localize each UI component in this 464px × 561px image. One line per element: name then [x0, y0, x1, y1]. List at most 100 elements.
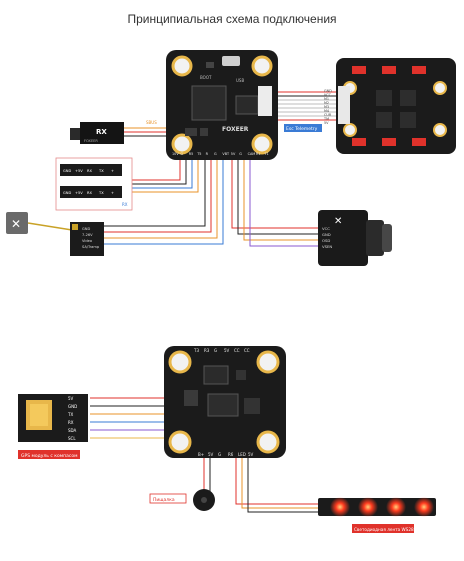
esc-connector [258, 86, 272, 116]
led-label: Светодиодная лента WS2812 [354, 527, 419, 532]
camera-pin-label: VCC [322, 226, 330, 231]
boot-label: BOOT [200, 75, 212, 80]
fc-bottom-pad-label: B+ [198, 452, 204, 457]
rx-option-wires [118, 158, 199, 193]
fc-pad-label: R [206, 152, 209, 156]
rx-option-pin-label: TX [98, 191, 104, 195]
rx-badge: RX [96, 128, 107, 136]
fc-bottom-pad-label: LED [238, 452, 246, 457]
gps-wires [90, 397, 173, 448]
camera-pin-label: VSEN [322, 244, 332, 249]
led-2 [358, 497, 378, 517]
fc-bottom-pad-label: 5V [224, 348, 230, 353]
rx-option-pin-label: GND [63, 191, 71, 195]
usb-port [222, 56, 240, 66]
fc-pad-label: G [180, 152, 183, 156]
esc-pin-label: M4 [324, 109, 329, 113]
camera-pin-label: GND [322, 232, 331, 237]
fc-pad-label: VBT [222, 152, 230, 156]
fc-brand: FOXEER [222, 126, 249, 133]
led-strip: Светодиодная лента WS2812 [318, 497, 436, 533]
fc-pad-label: R5 [189, 152, 194, 156]
gps-pin-label: RX [68, 420, 74, 425]
esc-pin-label: M3 [324, 105, 329, 109]
rx-brand: FOXEER [84, 139, 98, 143]
usb-label: USB [236, 78, 244, 83]
antenna-logo-icon: ✕ [11, 217, 21, 231]
fc-bottom-pad-label: 5V [208, 452, 214, 457]
fc-bottom-pad-label: CC [244, 348, 250, 353]
diagram-title: Принципиальная схема подключения [127, 12, 337, 26]
vtx-wires [104, 158, 224, 245]
antenna [6, 212, 28, 234]
buzzer-label: Пищалка [153, 497, 175, 503]
esc-pin-label: GND [324, 89, 332, 93]
rx-option-pin-label: + [111, 169, 114, 173]
rx-wire-label: SBUS [146, 120, 157, 125]
gps-pin-label: TX [67, 412, 73, 417]
fc-pad-label: 5V [231, 152, 236, 156]
fc-pad-label: 10V [172, 152, 179, 156]
led-wires [235, 456, 322, 513]
fc-bottom-pad-label: R3 [204, 348, 210, 353]
rx-option-pin-label: +5V [75, 169, 83, 173]
rx-option-pin-label: GND [63, 169, 71, 173]
esc-pin-label: M1 [324, 97, 329, 101]
esc-pin-label: VCC [324, 93, 332, 97]
fc-pad-label: G [214, 152, 217, 156]
fc-bottom-pad-label: CC [234, 348, 240, 353]
camera-logo-icon: ✕ [334, 216, 342, 227]
fc-bottom-pad-label: G [214, 348, 217, 353]
rx-wires [124, 127, 166, 137]
esc-pin-label: M2 [324, 101, 329, 105]
rx-option-pin-label: + [111, 191, 114, 195]
rx-option-pin-label: RX [87, 191, 92, 195]
fc-pad-label: T1 [263, 152, 268, 156]
esc-pin-label: TM [323, 117, 329, 121]
rx-option-2-labels: GND +5V RX TX + [63, 191, 114, 195]
fc-bottom-pad-label: G [218, 452, 221, 457]
esc-telemetry-label: Esc Telemetry [286, 126, 318, 132]
gps-label: GPS модуль с компасом [21, 453, 77, 459]
rx-option-pin-label: TX [98, 169, 104, 173]
rx-options: GND +5V RX TX + GND +5V RX TX + RX [55, 157, 133, 211]
camera-pin-label: OSD [322, 238, 330, 243]
rx-option-pin-label: RX [87, 169, 92, 173]
esc-telemetry-tag: Esc Telemetry [284, 124, 322, 132]
vtx-pin-label: 7-26V [82, 233, 93, 237]
rx-option-pin-label: +5V [75, 191, 83, 195]
led-3 [386, 497, 406, 517]
rx-option-footer: RX [122, 202, 128, 207]
fc-pad-label: R1 [256, 152, 261, 156]
gps-pin-label: SCL [68, 436, 76, 441]
buzzer: Пищалка [149, 489, 215, 511]
fc-bottom-pad-label: R6 [228, 452, 234, 457]
vtx-pin-label: GND [82, 227, 90, 231]
fc-pad-label: T5 [196, 152, 201, 156]
fc-bottom-pad-label: T3 [193, 348, 199, 353]
esc-wires [278, 91, 338, 121]
fc-bottom-top-pad-labels: T3 R3 G 5V CC CC [193, 348, 250, 353]
gps-pin-label: 5V [68, 396, 74, 401]
esc-pin-label: 5V [324, 121, 329, 125]
vtx-pin-label: Video [82, 239, 92, 243]
receiver: RX FOXEER SBUS [70, 120, 157, 144]
led-1 [330, 497, 350, 517]
fc-pad-label: CAM [248, 152, 256, 156]
fc-bottom-pad-label: 5V [248, 452, 254, 457]
esc-pin-label: CUR [324, 113, 332, 117]
gps-pin-label: GND [68, 404, 77, 409]
